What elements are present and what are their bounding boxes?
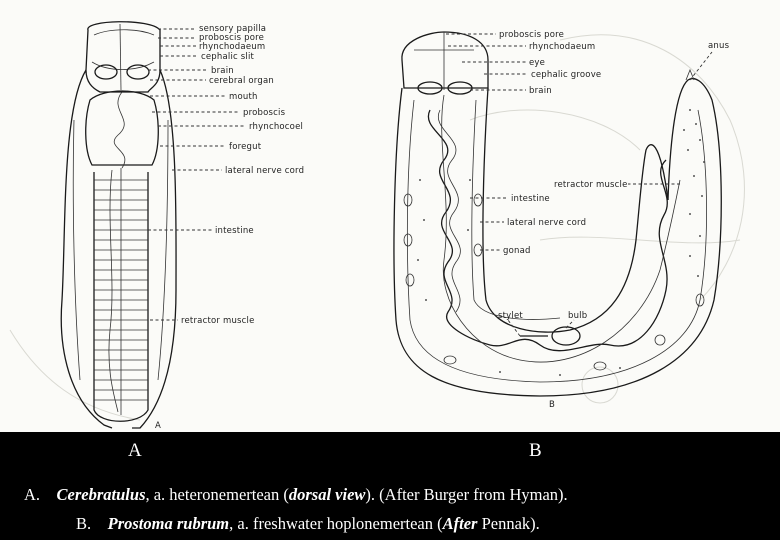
caption-line-b: B. Prostoma rubrum, a. freshwater hoplon… <box>76 514 780 534</box>
specimen-b-gonads <box>403 193 705 371</box>
specimen-b-leaders <box>446 33 713 337</box>
label-b-cephalic-groove: cephalic groove <box>531 70 601 80</box>
label-b-small-letter: B <box>549 400 555 410</box>
caption-a-mid: , a. heteronemertean ( <box>145 485 289 504</box>
label-b-rhynchodaeum: rhynchodaeum <box>529 42 595 52</box>
specimen-b-labels: proboscis pore rhynchodaeum eye cephalic… <box>498 30 730 410</box>
label-a-cerebral-organ: cerebral organ <box>209 76 274 86</box>
caption-a-view: dorsal view <box>288 485 366 504</box>
panel-letter-a: A <box>128 440 142 461</box>
label-b-gonad: gonad <box>503 246 531 256</box>
diagram-figure: sensory papilla proboscis pore rhynchoda… <box>0 0 780 432</box>
label-b-eye: eye <box>529 58 545 68</box>
label-b-brain: brain <box>529 86 552 96</box>
label-a-proboscis-pore: proboscis pore <box>199 33 264 43</box>
panel-letter-b: B <box>529 440 542 461</box>
background-ghost-marks <box>9 34 745 421</box>
label-a-proboscis: proboscis <box>243 108 286 118</box>
caption-a-genus: Cerebratulus <box>56 485 146 504</box>
caption-b-species: Prostoma rubrum <box>107 514 230 533</box>
label-b-intestine: intestine <box>511 194 550 204</box>
caption-a-prefix: A. <box>24 485 41 504</box>
caption-b-after: After <box>442 514 478 533</box>
label-a-foregut: foregut <box>229 142 262 152</box>
label-a-intestine: intestine <box>215 226 254 236</box>
label-a-retractor-muscle: retractor muscle <box>181 316 255 326</box>
label-a-sensory-papilla: sensory papilla <box>199 24 266 34</box>
specimen-a-leaders <box>148 28 246 321</box>
specimen-a-drawing <box>60 21 177 429</box>
label-a-lateral-nerve-cord: lateral nerve cord <box>225 166 304 176</box>
diagram-svg: sensory papilla proboscis pore rhynchoda… <box>9 21 745 431</box>
caption-a-suffix: ). (After Burger from Hyman). <box>365 485 568 504</box>
label-a-rhynchocoel: rhynchocoel <box>249 122 303 132</box>
caption-line-a: A. Cerebratulus, a. heteronemertean (dor… <box>24 485 780 505</box>
caption-b-mid: , a. freshwater hoplonemertean ( <box>229 514 443 533</box>
label-b-retractor-muscle: retractor muscle <box>554 180 628 190</box>
caption-b-suffix: Pennak). <box>477 514 540 533</box>
label-a-cephalic-slit: cephalic slit <box>201 52 255 62</box>
label-b-stylet: stylet <box>498 311 523 321</box>
specimen-a-labels: sensory papilla proboscis pore rhynchoda… <box>155 24 304 431</box>
label-b-anus: anus <box>708 41 730 51</box>
label-b-lateral-nerve-cord: lateral nerve cord <box>507 218 586 228</box>
specimen-b-drawing <box>393 31 722 397</box>
label-a-small-letter: A <box>155 421 161 431</box>
caption-bar: A B A. Cerebratulus, a. heteronemertean … <box>0 432 780 540</box>
caption-b-prefix: B. <box>76 514 92 533</box>
label-b-bulb: bulb <box>568 311 587 321</box>
label-a-brain: brain <box>211 66 234 76</box>
label-a-mouth: mouth <box>229 92 258 102</box>
label-a-rhynchodaeum: rhynchodaeum <box>199 42 265 52</box>
label-b-proboscis-pore: proboscis pore <box>499 30 564 40</box>
specimen-b-stippling <box>417 109 705 376</box>
